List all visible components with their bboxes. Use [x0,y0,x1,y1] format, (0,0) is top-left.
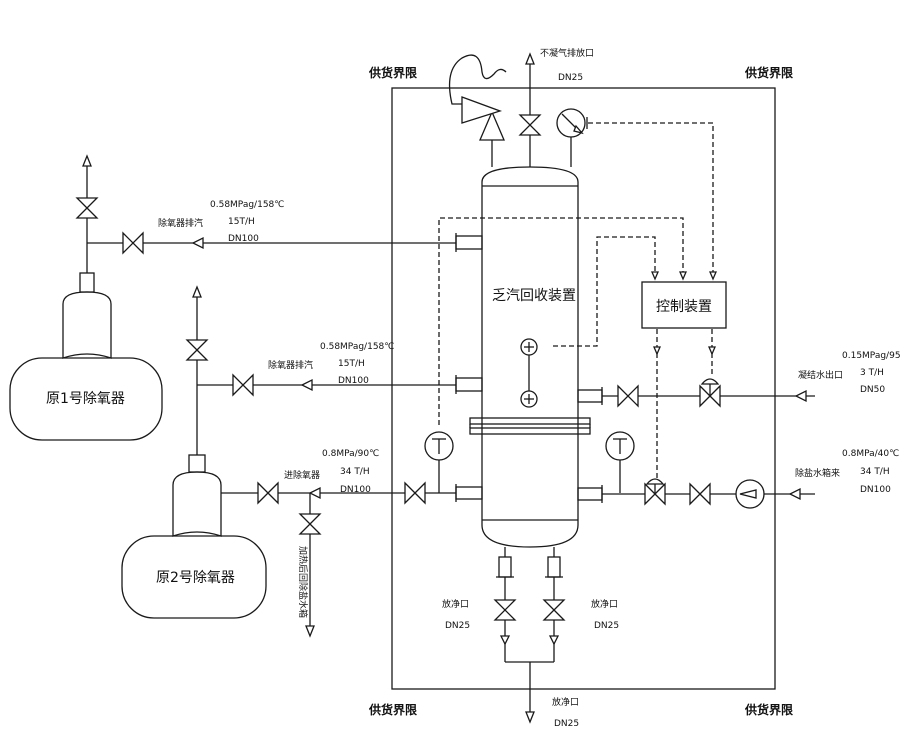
d1-exhaust-line [75,154,483,273]
d2-exhaust-name: 除氧器排汽 [268,359,313,371]
d1-exhaust-dn: DN100 [228,234,259,244]
d1-exhaust-cond: 0.58MPag/158℃ [210,200,284,210]
recovery-vessel [469,166,591,548]
top-vent-dn: DN25 [558,73,583,83]
steam-ejector [448,54,507,167]
drain-lines [493,547,566,724]
drain-left-dn: DN25 [445,621,470,631]
cond-out-cond: 0.15MPag/95℃ [842,351,900,361]
boundary-label-bottom-left: 供货界限 [368,702,417,717]
return-line [298,493,322,638]
drain-left-name: 放净口 [442,598,469,610]
top-vent-name: 不凝气排放口 [540,47,594,59]
pressure-gauge [556,108,588,167]
demin-in-name: 除盐水箱来 [795,467,840,479]
drain-right-dn: DN25 [594,621,619,631]
control-unit-box [641,281,727,329]
drain-right-name: 放净口 [591,598,618,610]
condensate-outlet-line [577,378,815,408]
demin-in-dn: DN100 [860,485,891,495]
drain-bottom-name: 放净口 [552,696,579,708]
d2-exhaust-dn: DN100 [338,376,369,386]
deaerator-1 [9,272,163,441]
demin-in-cond: 0.8MPa/40℃ [842,449,899,459]
drain-bottom-dn: DN25 [554,719,579,729]
top-vent-line [518,52,542,167]
cond-out-dn: DN50 [860,385,885,395]
cond-out-name: 凝结水出口 [798,369,843,381]
control-unit-label: 控制装置 [656,299,712,315]
d2-inlet-flow: 34 T/H [340,467,370,477]
cond-out-flow: 3 T/H [860,368,884,378]
boundary-label-bottom-right: 供货界限 [744,702,793,717]
boundary-label-top-right: 供货界限 [744,65,793,80]
d2-exhaust-line [185,285,483,455]
d2-inlet-cond: 0.8MPa/90℃ [322,449,379,459]
temperature-gauge-right [605,431,635,493]
demin-in-flow: 34 T/H [860,467,890,477]
recovery-unit-label: 乏汽回收装置 [492,288,576,304]
return-line-label: 加热后回除盐水箱 [297,546,309,618]
d2-exhaust-flow: 15T/H [338,359,365,369]
d2-exhaust-cond: 0.58MPag/158℃ [320,342,394,352]
deaerator-2 [121,454,267,619]
d1-exhaust-name: 除氧器排汽 [158,217,203,229]
demin-inlet-line [577,478,815,509]
signal-arrows [651,271,717,356]
deaerator-2-label: 原2号除氧器 [156,570,235,586]
d2-inlet-name: 进除氧器 [284,469,320,481]
level-switch [520,338,538,408]
supply-boundary-box [391,87,776,690]
d1-exhaust-flow: 15T/H [228,217,255,227]
deaerator-1-label: 原1号除氧器 [46,391,125,407]
d2-inlet-dn: DN100 [340,485,371,495]
temperature-gauge-left [424,431,454,493]
boundary-label-top-left: 供货界限 [368,65,417,80]
d2-inlet-line [221,481,483,505]
